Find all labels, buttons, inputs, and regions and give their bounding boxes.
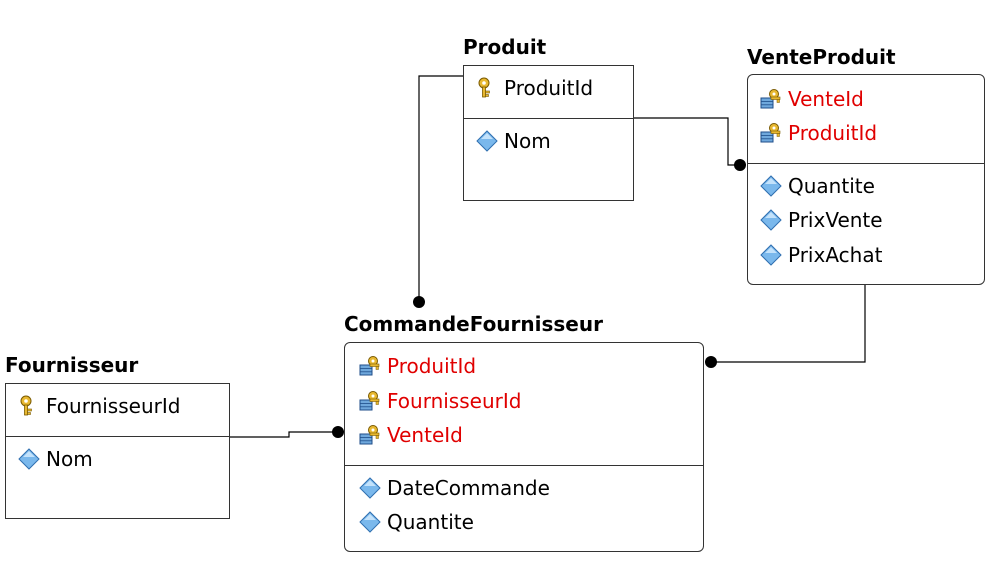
field-name: ProduitId [788, 121, 878, 145]
relationship-venteproduit-commandefournisseur [711, 285, 866, 363]
primary-key-icon [20, 395, 32, 416]
entity-fournisseur[interactable]: FournisseurId Nom [5, 383, 230, 519]
key-section [748, 75, 984, 164]
relationship-end-dot [332, 426, 344, 438]
field-name: PrixAchat [788, 243, 883, 267]
foreign-key-icon [760, 89, 781, 109]
field-produitid[interactable]: ProduitId [476, 75, 593, 101]
field-name: VenteId [788, 87, 864, 111]
field-quantite[interactable]: Quantite [359, 509, 474, 535]
field-name: Quantite [788, 174, 875, 198]
foreign-key-icon [359, 425, 380, 445]
entity-commandefournisseur[interactable]: ProduitId FournisseurId VenteId [344, 342, 704, 552]
relationship-end-dot [413, 296, 425, 308]
attribute-diamond-icon [18, 448, 40, 470]
attribute-diamond-icon [359, 477, 381, 499]
field-name: FournisseurId [387, 389, 522, 413]
field-name: PrixVente [788, 208, 883, 232]
attribute-diamond-icon [760, 175, 782, 197]
field-name: VenteId [387, 423, 463, 447]
field-prixvente[interactable]: PrixVente [760, 207, 883, 233]
field-datecommande[interactable]: DateCommande [359, 475, 550, 501]
attribute-diamond-icon [476, 130, 498, 152]
field-name: Nom [504, 129, 551, 153]
primary-key-icon [478, 77, 490, 98]
foreign-key-icon [359, 356, 380, 376]
attribute-diamond-icon [760, 209, 782, 231]
entity-produit[interactable]: ProduitId Nom [463, 65, 634, 201]
relationship-end-dot [705, 356, 717, 368]
relationship-fournisseur-commandefournisseur [230, 431, 338, 438]
attribute-diamond-icon [760, 244, 782, 266]
key-section [345, 343, 703, 466]
field-nom[interactable]: Nom [476, 128, 551, 154]
entity-title-fournisseur: Fournisseur [5, 353, 139, 377]
field-produitid[interactable]: ProduitId [359, 353, 476, 379]
foreign-key-icon [760, 123, 781, 143]
entity-venteproduit[interactable]: VenteId ProduitId Quantite PrixVente [747, 74, 985, 285]
entity-title-produit: Produit [463, 35, 547, 59]
relationship-end-dot [734, 159, 746, 171]
field-name: Quantite [387, 510, 474, 534]
field-name: FournisseurId [46, 394, 181, 418]
foreign-key-icon [359, 391, 380, 411]
field-venteid[interactable]: VenteId [359, 422, 463, 448]
field-fournisseurid[interactable]: FournisseurId [18, 393, 180, 419]
field-produitid[interactable]: ProduitId [760, 120, 877, 146]
field-fournisseurid[interactable]: FournisseurId [359, 388, 521, 414]
field-name: DateCommande [387, 476, 550, 500]
field-venteid[interactable]: VenteId [760, 86, 864, 112]
attribute-diamond-icon [359, 511, 381, 533]
entity-title-venteproduit: VenteProduit [747, 45, 896, 69]
field-nom[interactable]: Nom [18, 446, 93, 472]
field-name: ProduitId [387, 354, 477, 378]
field-name: Nom [46, 447, 93, 471]
field-quantite[interactable]: Quantite [760, 173, 875, 199]
relationship-produit-venteproduit [634, 117, 740, 166]
relationship-produit-commandefournisseur [418, 75, 463, 302]
key-section [464, 66, 633, 119]
entity-title-commandefournisseur: CommandeFournisseur [344, 312, 603, 336]
key-section [6, 384, 229, 437]
field-name: ProduitId [504, 76, 594, 100]
field-prixachat[interactable]: PrixAchat [760, 242, 882, 268]
